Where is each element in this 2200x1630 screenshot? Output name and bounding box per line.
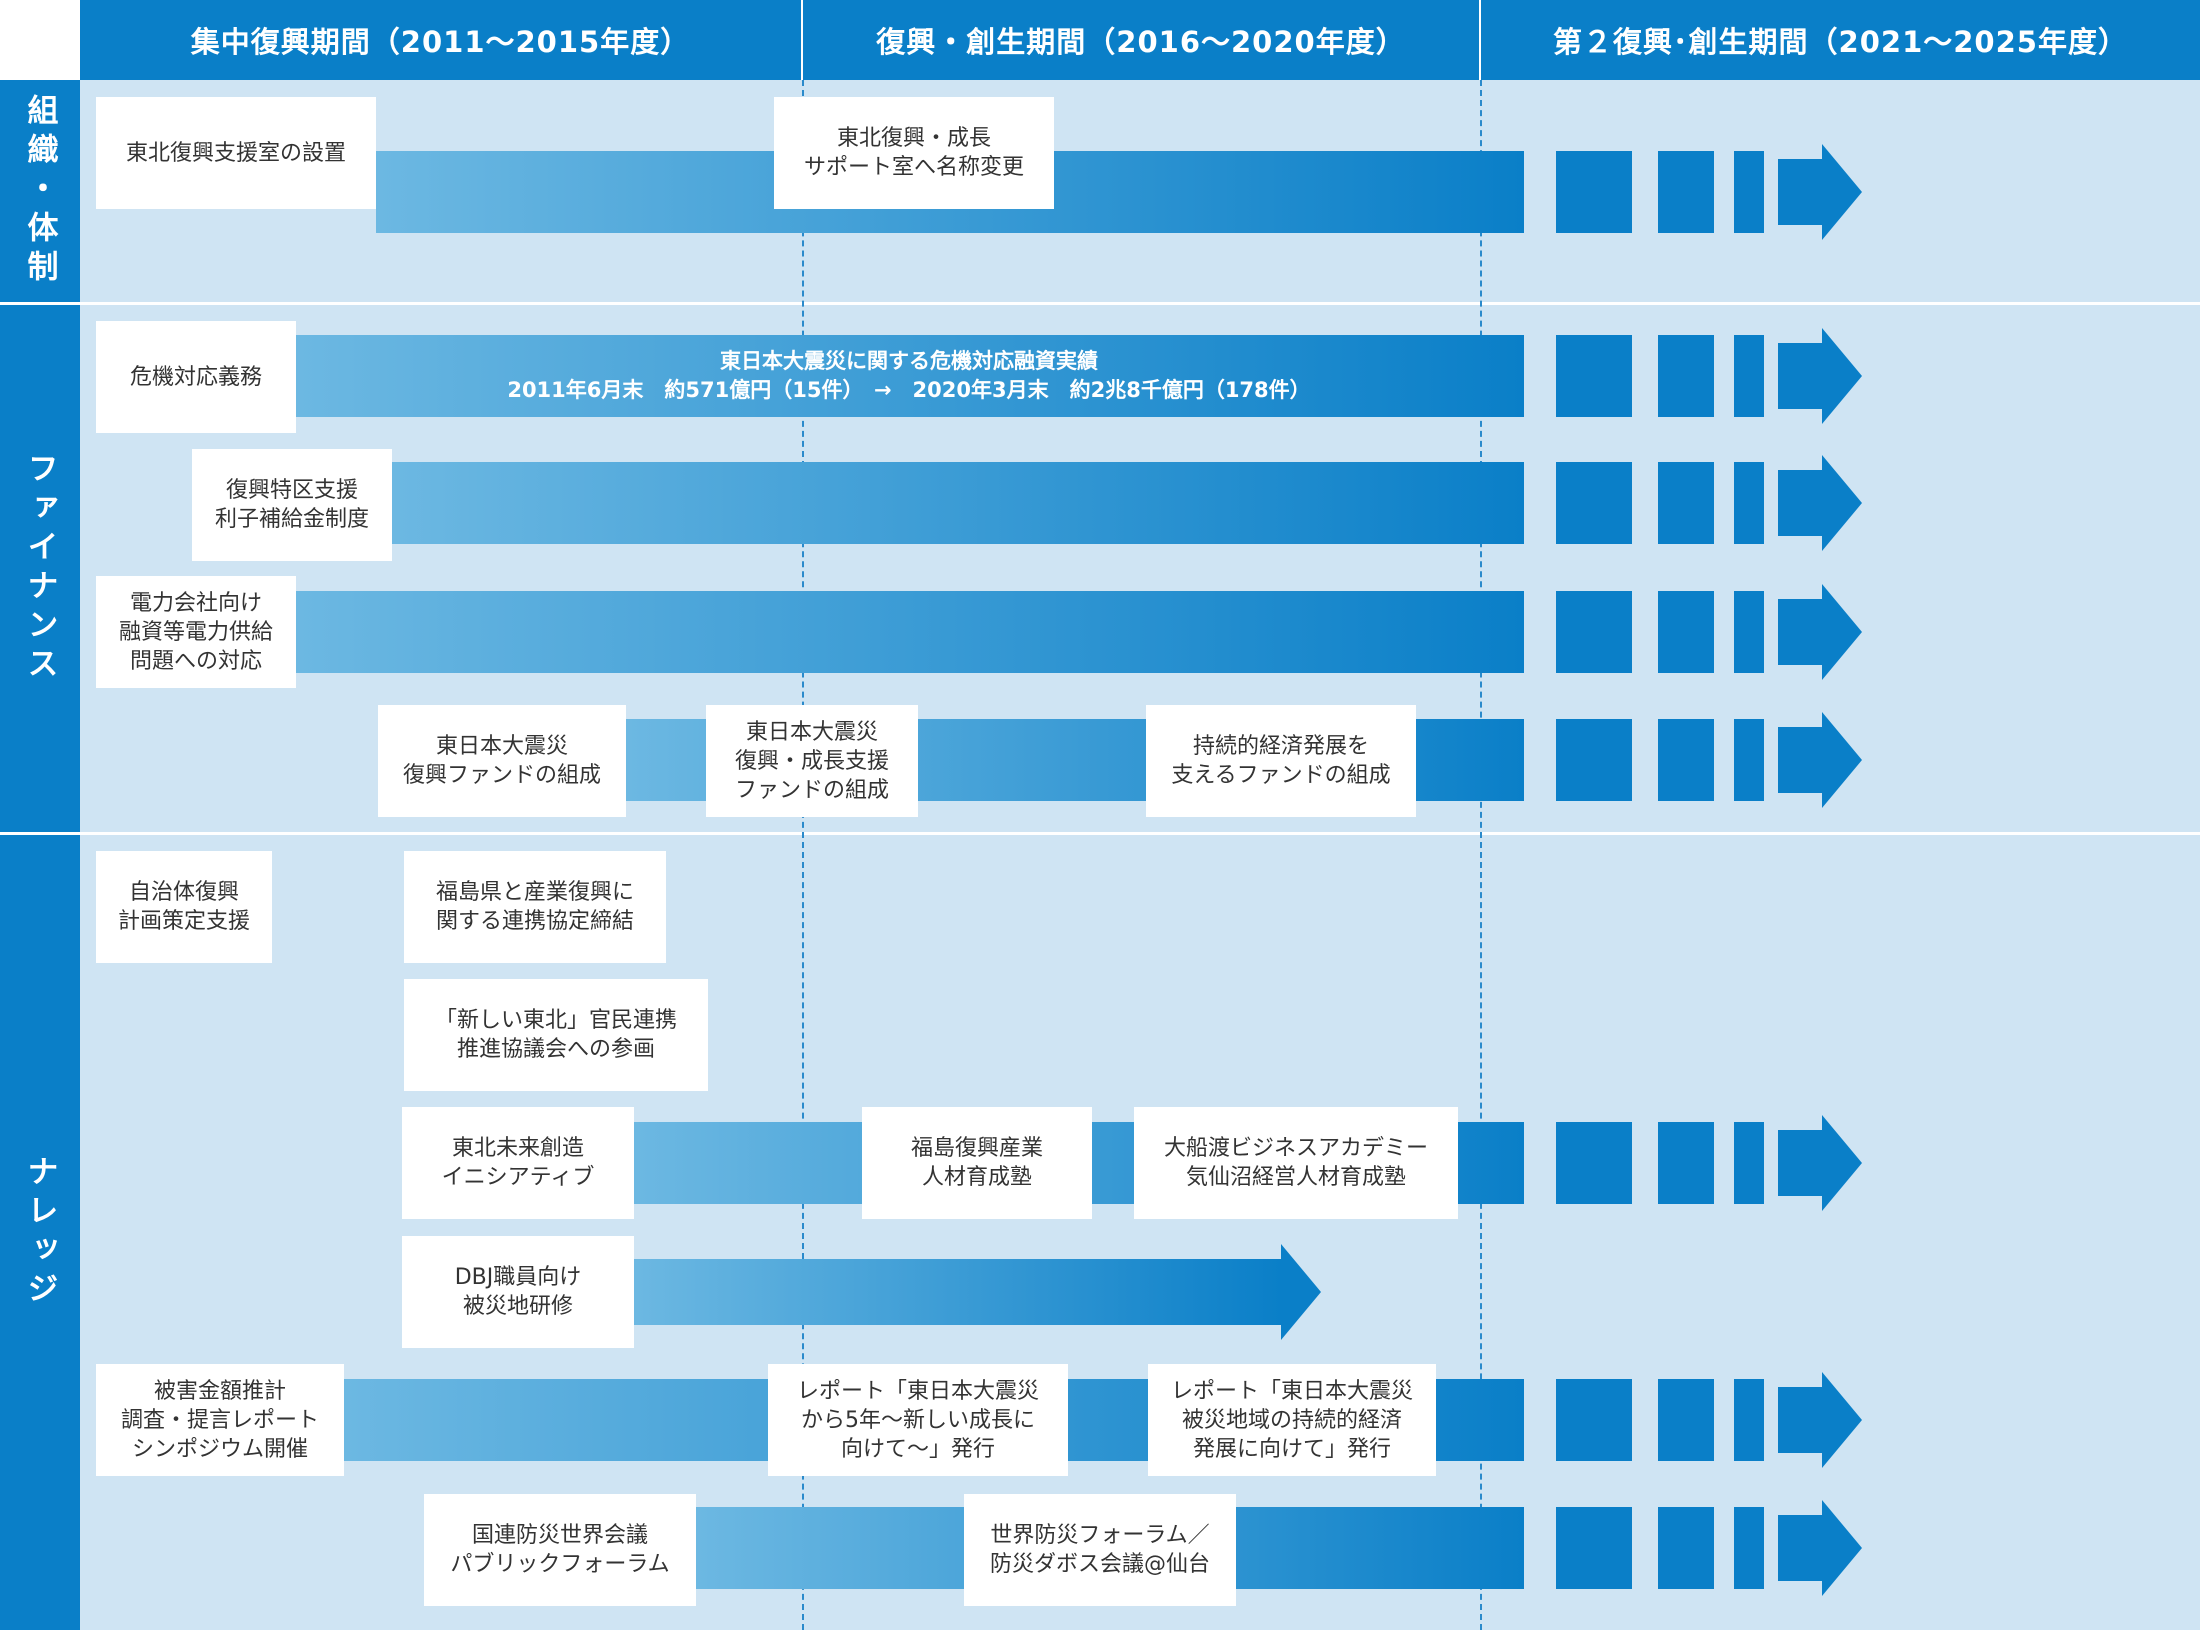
finance-note: 東日本大震災に関する危機対応融資実績 2011年6月末 約571億円（15件） …: [294, 347, 1524, 405]
continuation-segment: [1556, 151, 1632, 233]
continuation-arrowhead: [1822, 455, 1862, 551]
continuation-segment: [1658, 462, 1714, 544]
event-box: 電力会社向け 融資等電力供給 問題への対応: [96, 576, 296, 688]
event-box: 持続的経済発展を 支えるファンドの組成: [1146, 705, 1416, 817]
continuation-segment: [1658, 335, 1714, 417]
section-divider: [0, 832, 2200, 835]
continuation-arrowhead: [1822, 584, 1862, 680]
timeline-bar: [296, 591, 1524, 673]
continuation-arrow-shaft: [1778, 343, 1824, 409]
period-label: 集中復興期間（2011〜2015年度）: [190, 25, 691, 59]
continuation-segment: [1734, 591, 1764, 673]
continuation-segment: [1556, 719, 1632, 801]
event-box: 東日本大震災 復興・成長支援 ファンドの組成: [706, 705, 918, 817]
timeline-bar: [634, 1259, 1281, 1325]
continuation-segment: [1734, 1122, 1764, 1204]
continuation-segment: [1658, 151, 1714, 233]
continuation-segment: [1734, 335, 1764, 417]
continuation-segment: [1734, 462, 1764, 544]
continuation-segment: [1734, 151, 1764, 233]
period-header-3: 第２復興･創生期間（2021〜2025年度）: [1481, 0, 2200, 80]
finance-note-title: 東日本大震災に関する危機対応融資実績: [720, 349, 1098, 373]
event-box: 東日本大震災 復興ファンドの組成: [378, 705, 626, 817]
continuation-segment: [1734, 719, 1764, 801]
continuation-segment: [1734, 1379, 1764, 1461]
event-box: 東北復興・成長 サポート室へ名称変更: [774, 97, 1054, 209]
continuation-segment: [1658, 1122, 1714, 1204]
event-box: 自治体復興 計画策定支援: [96, 851, 272, 963]
event-box: DBJ職員向け 被災地研修: [402, 1236, 634, 1348]
event-box: 「新しい東北」官民連携 推進協議会への参画: [404, 979, 708, 1091]
event-box: 危機対応義務: [96, 321, 296, 433]
continuation-segment: [1556, 591, 1632, 673]
section-label-organization: 組織・体制: [0, 80, 80, 302]
section-label-knowledge: ナレッジ: [0, 835, 80, 1630]
continuation-segment: [1734, 1507, 1764, 1589]
event-box: 福島復興産業 人材育成塾: [862, 1107, 1092, 1219]
continuation-segment: [1658, 1507, 1714, 1589]
continuation-arrow-shaft: [1778, 470, 1824, 536]
continuation-arrowhead: [1822, 712, 1862, 808]
continuation-arrowhead: [1822, 328, 1862, 424]
timeline-bar: [296, 335, 1524, 417]
period-header-1: 集中復興期間（2011〜2015年度）: [80, 0, 801, 80]
section-label-text: ファイナンス: [21, 451, 58, 686]
section-divider: [0, 302, 2200, 305]
finance-note-detail: 2011年6月末 約571億円（15件） → 2020年3月末 約2兆8千億円（…: [507, 378, 1311, 402]
event-box: レポート「東日本大震災 から5年〜新しい成長に 向けて〜」発行: [768, 1364, 1068, 1476]
timeline-bar: [392, 462, 1524, 544]
period-label: 復興・創生期間（2016〜2020年度）: [876, 25, 1406, 59]
period-boundary-line: [802, 80, 804, 1630]
continuation-arrowhead: [1822, 144, 1862, 240]
continuation-segment: [1556, 335, 1632, 417]
continuation-segment: [1658, 591, 1714, 673]
period-header-2: 復興・創生期間（2016〜2020年度）: [803, 0, 1479, 80]
period-label: 第２復興･創生期間（2021〜2025年度）: [1553, 25, 2128, 59]
continuation-segment: [1556, 462, 1632, 544]
continuation-segment: [1556, 1507, 1632, 1589]
event-box: 被害金額推計 調査・提言レポート シンポジウム開催: [96, 1364, 344, 1476]
continuation-arrow-shaft: [1778, 1515, 1824, 1581]
continuation-arrowhead: [1822, 1372, 1862, 1468]
continuation-arrowhead: [1822, 1115, 1862, 1211]
continuation-segment: [1658, 1379, 1714, 1461]
event-box: 東北未来創造 イニシアティブ: [402, 1107, 634, 1219]
section-label-text: 組織・体制: [21, 93, 58, 289]
event-box: 世界防災フォーラム／ 防災ダボス会議@仙台: [964, 1494, 1236, 1606]
event-box: レポート「東日本大震災 被災地域の持続的経済 発展に向けて」発行: [1148, 1364, 1436, 1476]
event-box: 大船渡ビジネスアカデミー 気仙沼経営人材育成塾: [1134, 1107, 1458, 1219]
continuation-segment: [1556, 1379, 1632, 1461]
continuation-arrow-shaft: [1778, 159, 1824, 225]
continuation-arrow-shaft: [1778, 1387, 1824, 1453]
section-label-text: ナレッジ: [21, 1154, 58, 1311]
continuation-arrow-shaft: [1778, 1130, 1824, 1196]
continuation-arrow-shaft: [1778, 727, 1824, 793]
continuation-arrowhead: [1822, 1500, 1862, 1596]
event-box: 復興特区支援 利子補給金制度: [192, 449, 392, 561]
continuation-segment: [1658, 719, 1714, 801]
continuation-arrow-shaft: [1778, 599, 1824, 665]
continuation-segment: [1556, 1122, 1632, 1204]
event-box: 東北復興支援室の設置: [96, 97, 376, 209]
event-box: 福島県と産業復興に 関する連携協定締結: [404, 851, 666, 963]
period-boundary-line: [1480, 80, 1482, 1630]
event-box: 国連防災世界会議 パブリックフォーラム: [424, 1494, 696, 1606]
arrowhead: [1281, 1244, 1321, 1340]
section-label-finance: ファイナンス: [0, 304, 80, 833]
